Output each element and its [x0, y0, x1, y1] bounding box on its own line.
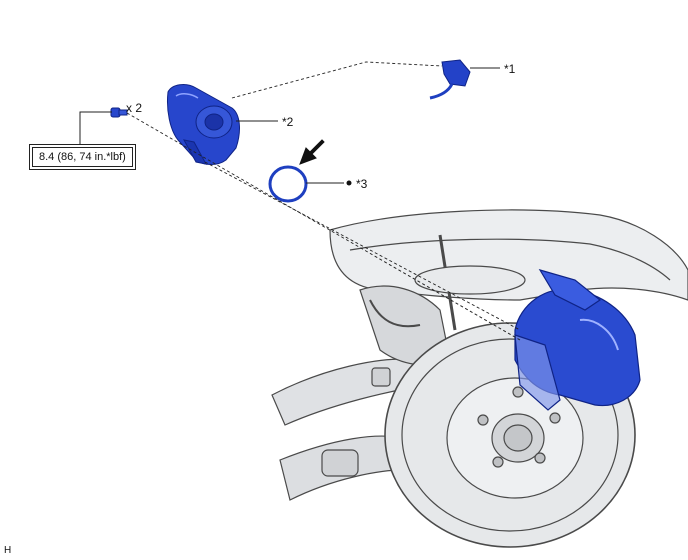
lug-stud [492, 456, 504, 468]
figure-id: H [4, 545, 12, 556]
torque-spec-box: 8.4 (86, 74 in.*lbf) [29, 144, 136, 170]
lug-stud [477, 414, 489, 426]
frame-inner [349, 238, 671, 281]
part-2-actuator [167, 84, 240, 165]
qty-label: x 2 [126, 101, 143, 115]
disc-center [503, 424, 533, 452]
part-1-connector [429, 59, 471, 100]
part-3-o-ring [268, 165, 308, 203]
installation-lines [126, 61, 521, 341]
lug-stud [549, 412, 561, 424]
callout-1: *1 [504, 62, 516, 76]
torque-spec: 8.4 (86, 74 in.*lbf) [32, 147, 133, 167]
bushing [321, 449, 359, 477]
bolt [110, 107, 128, 118]
brake-caliper [514, 269, 641, 411]
dash-line-bolt [126, 112, 521, 341]
bracket [371, 367, 391, 387]
actuator-motor-end [204, 113, 224, 131]
bullet-dot-icon [346, 180, 352, 186]
spring-seat [414, 265, 526, 295]
connector-body [441, 59, 471, 87]
callout-2: *2 [282, 115, 294, 129]
replace-arrow-icon [299, 139, 325, 165]
caliper-bracket [538, 269, 602, 311]
caliper-highlight [579, 318, 619, 351]
leader-lines [79, 67, 500, 184]
connector-wire [429, 83, 454, 100]
lug-stud [512, 386, 524, 398]
lug-stud [534, 452, 546, 464]
dash-line-connector [231, 61, 443, 99]
caliper-translucent [514, 334, 561, 411]
actuator-highlight [175, 93, 199, 99]
disc-rotor-rim [401, 338, 619, 532]
bolt-shank [118, 109, 128, 116]
dash-line-actuator [204, 161, 521, 331]
callout-3: *3 [356, 177, 368, 191]
leader-torque [79, 111, 112, 144]
brake-hose [369, 299, 421, 328]
